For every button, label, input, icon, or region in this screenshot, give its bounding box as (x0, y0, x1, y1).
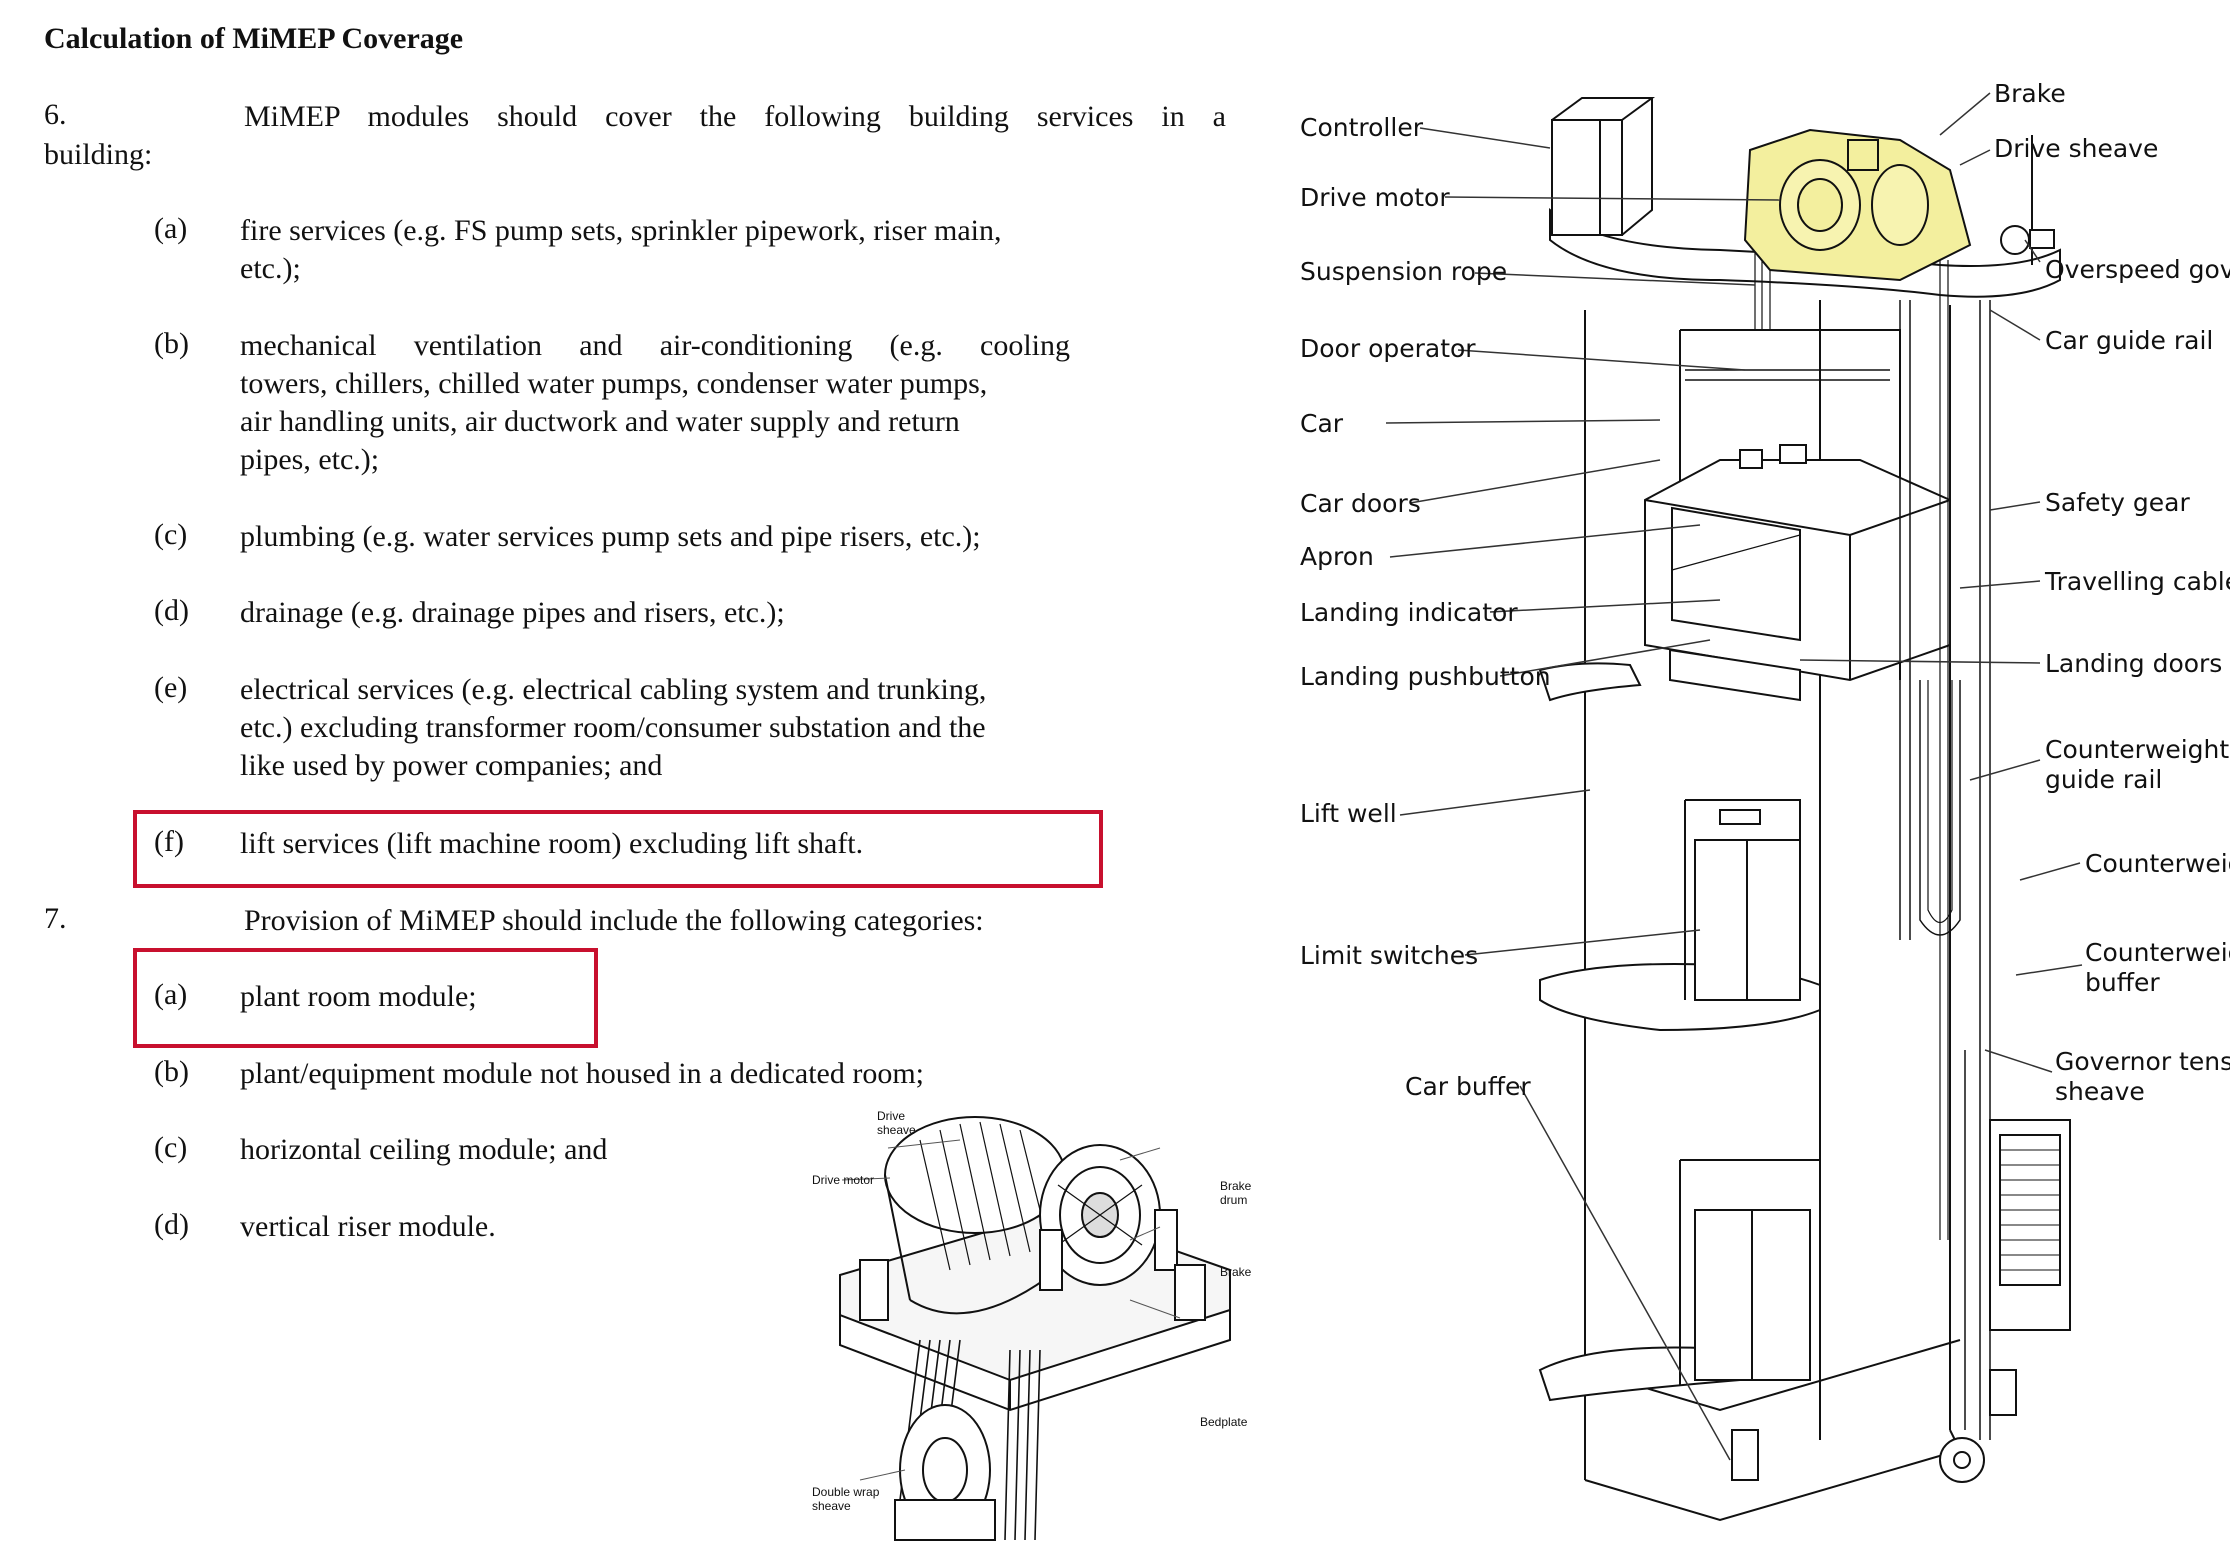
highlight-box-plant-room (133, 948, 598, 1048)
item-label: (d) (154, 594, 189, 627)
label-car-guide-rail: Car guide rail (2045, 326, 2213, 355)
label-counterweight-buffer: Counterweight (2085, 938, 2230, 967)
label-apron: Apron (1300, 542, 1374, 571)
item-text: plant/equipment module not housed in a d… (240, 1055, 1070, 1093)
car-guide-rail (1899, 300, 1911, 940)
label-counterweight: Counterweight (2085, 849, 2230, 878)
item-line: towers, chillers, chilled water pumps, c… (240, 367, 988, 400)
item-line: pipes, etc.); (240, 443, 380, 476)
item-label: (c) (154, 1131, 188, 1164)
item-line: lift services (lift machine room) exclud… (240, 827, 864, 860)
label-door-operator: Door operator (1300, 334, 1476, 363)
label-brake-drum: drum (1220, 1193, 1247, 1207)
machine-room-slab (1549, 207, 2061, 298)
para6-text: MiMEP modules should cover the following… (244, 100, 1226, 133)
item-label: (f) (154, 825, 184, 858)
landing-floor (1538, 662, 1642, 702)
item-text: fire services (e.g. FS pump sets, sprink… (240, 212, 1070, 288)
label-double-wrap-sheave: Double wrap (812, 1485, 880, 1499)
apron (1669, 648, 1801, 702)
lift-car (1644, 459, 1951, 682)
label-lift-well: Lift well (1300, 799, 1397, 828)
governor-tension-sheave (1939, 1437, 1985, 1483)
label-drive-sheave: sheave (877, 1123, 916, 1137)
label-car-buffer: Car buffer (1405, 1072, 1531, 1101)
item-line: etc.); (240, 252, 301, 285)
label-double-wrap-sheave: sheave (812, 1499, 851, 1513)
door-operator (1739, 449, 1763, 469)
label-brake: Brake (1220, 1265, 1252, 1279)
traction-machine-diagram: Drive sheave Drive motor Brake drum Brak… (812, 1109, 1252, 1541)
item-label: (d) (154, 1208, 189, 1241)
label-counterweight-buffer: buffer (2085, 968, 2160, 997)
para6-number: 6. (44, 98, 67, 131)
label-drive-motor: Drive motor (812, 1173, 874, 1187)
label-drive-sheave: Drive sheave (1994, 134, 2158, 163)
label-landing-indicator: Landing indicator (1300, 598, 1518, 627)
label-car: Car (1300, 409, 1344, 438)
brake-arm-shape (1154, 1209, 1178, 1271)
counterweight-buffer (1989, 1369, 2017, 1416)
para6-text-cont: building: (44, 138, 153, 171)
label-controller: Controller (1300, 113, 1424, 142)
label-brake: Brake (1994, 79, 2066, 108)
item-line: mechanical ventilation and air-condition… (240, 329, 1070, 362)
item-label: (b) (154, 327, 189, 360)
item-text: plumbing (e.g. water services pump sets … (240, 518, 1070, 556)
item-text: lift services (lift machine room) exclud… (240, 825, 1070, 863)
label-counterweight-guide-rail: Counterweight (2045, 735, 2229, 764)
item-line: vertical riser module. (240, 1210, 496, 1243)
document-title: Calculation of MiMEP Coverage (44, 22, 464, 55)
traction-machine-highlight (1743, 128, 1972, 282)
label-safety-gear: Safety gear (2045, 488, 2190, 517)
item-label: (e) (154, 671, 188, 704)
label-travelling-cables: Travelling cables (2044, 567, 2230, 596)
label-bedplate: Bedplate (1200, 1415, 1248, 1429)
item-text: horizontal ceiling module; and (240, 1131, 800, 1169)
item-text: plant room module; (240, 978, 1070, 1016)
item-label: (a) (154, 212, 188, 245)
item-line: air handling units, air ductwork and wat… (240, 405, 960, 438)
item-line: plant room module; (240, 980, 477, 1013)
travelling-cables (1919, 680, 1961, 936)
item-line: fire services (e.g. FS pump sets, sprink… (240, 214, 1002, 247)
label-governor-tension-sheave: sheave (2055, 1077, 2145, 1106)
car-buffer (1731, 1429, 1759, 1481)
item-text: vertical riser module. (240, 1208, 800, 1246)
label-car-doors: Car doors (1300, 489, 1421, 518)
item-text: drainage (e.g. drainage pipes and risers… (240, 594, 1070, 632)
item-line: etc.) excluding transformer room/consume… (240, 711, 986, 744)
item-line: plumbing (e.g. water services pump sets … (240, 520, 981, 553)
item-line: horizontal ceiling module; and (240, 1133, 608, 1166)
item-label: (c) (154, 518, 188, 551)
para7-text: Provision of MiMEP should include the fo… (244, 904, 984, 937)
item-text: mechanical ventilation and air-condition… (240, 327, 1070, 479)
item-line: like used by power companies; and (240, 749, 663, 782)
label-landing-doors: Landing doors (2045, 649, 2222, 678)
label-landing-pushbutton: Landing pushbutton (1300, 662, 1551, 691)
label-drive-motor: Drive motor (1300, 183, 1450, 212)
item-label: (a) (154, 978, 188, 1011)
label-overspeed-governor: Overspeed governor (2045, 255, 2230, 284)
label-suspension-rope: Suspension rope (1300, 257, 1507, 286)
overspeed-governor (2000, 225, 2030, 255)
label-counterweight-guide-rail: guide rail (2045, 765, 2162, 794)
lift-installation-diagram: Controller Drive motor Suspension rope D… (1300, 79, 2230, 1522)
highlight-box-lift-services (133, 810, 1103, 888)
controller-cabinet (1551, 119, 1623, 236)
para7-number: 7. (44, 902, 67, 935)
item-line: plant/equipment module not housed in a d… (240, 1057, 925, 1090)
label-brake-drum: Brake (1220, 1179, 1252, 1193)
item-label: (b) (154, 1055, 189, 1088)
item-line: electrical services (e.g. electrical cab… (240, 673, 987, 706)
item-text: electrical services (e.g. electrical cab… (240, 671, 1070, 785)
label-limit-switches: Limit switches (1300, 941, 1478, 970)
label-drive-sheave: Drive (877, 1109, 905, 1123)
landing-indicator (1719, 809, 1761, 825)
item-line: drainage (e.g. drainage pipes and risers… (240, 596, 785, 629)
label-governor-tension-sheave: Governor tension (2055, 1047, 2230, 1076)
